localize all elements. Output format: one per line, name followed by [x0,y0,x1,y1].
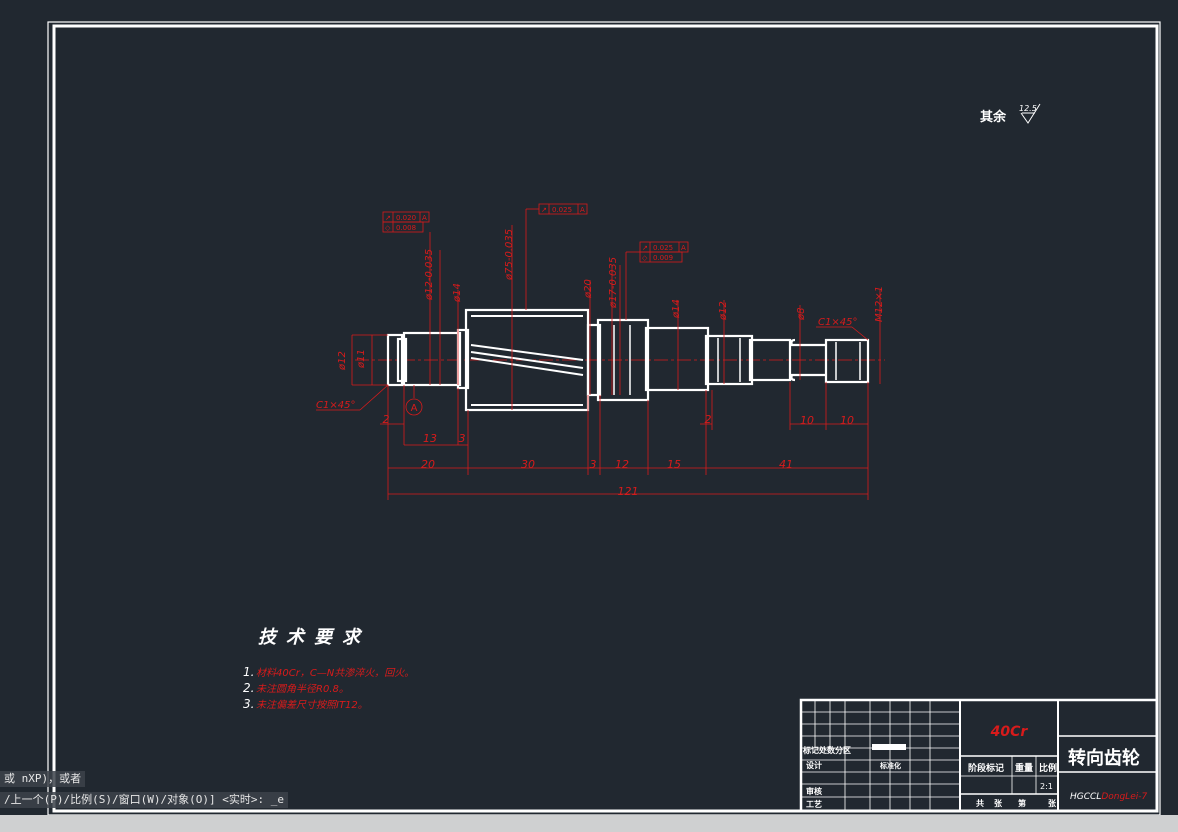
material: 40Cr [990,724,1029,740]
tolerance-frame-1: ↗ 0.020 A [382,211,430,223]
dim-10b: 10 [840,414,854,427]
extension-lines [387,382,869,500]
svg-text:A: A [580,206,585,214]
svg-text:0.025: 0.025 [653,244,673,252]
dia-12b: ø12 [718,301,729,321]
tb-process: 工艺 [806,799,822,809]
tolerance-frame-5: ◇ 0.009 [639,251,683,263]
dia-8: ø8 [796,308,807,321]
dim-12: 12 [615,458,629,471]
tech-title: 技术要求 [258,627,370,648]
tolerance-frame-2: ◇ 0.008 [382,221,424,233]
dim-41: 41 [779,458,793,471]
dia-75: ø75-0.035 [504,229,515,281]
dim-30: 30 [521,458,535,471]
drawing-number: HGCCLDongLei-7 [1070,792,1147,802]
svg-text:0.020: 0.020 [396,214,416,222]
status-strip [0,815,1178,832]
dim-3a: 3 [459,432,466,445]
svg-text:12.5: 12.5 [1019,104,1037,113]
svg-text:↗: ↗ [385,214,391,222]
tb-stage: 阶段标记 [968,762,1004,774]
tb-check: 审核 [806,786,822,796]
svg-text:↗: ↗ [642,244,648,252]
tb-sheets: 张 [994,799,1003,808]
svg-text:A: A [411,403,418,414]
dia-12-left: ø12 [337,351,348,371]
inner-frame [52,24,1159,813]
dia-17: ø17-0.035 [608,257,619,309]
dim-20: 20 [421,458,435,471]
svg-text:1.: 1. [243,665,254,679]
tb-standard: 标准化 [879,761,901,770]
command-input-line[interactable]: /上一个(P)/比例(S)/窗口(W)/对象(O)] <实时>: _e [0,792,288,808]
svg-text:未注圆角半径R0.8。: 未注圆角半径R0.8。 [256,683,349,695]
dim-2a: 2 [383,413,390,426]
datum-a: A [405,385,423,416]
dia-12-tol: ø12-0.035 [424,249,435,301]
svg-text:A: A [422,214,427,222]
tb-total: 共 [976,798,984,808]
svg-text:其余: 其余 [980,109,1007,125]
svg-text:↗: ↗ [541,206,547,214]
tb-weight: 重量 [1015,762,1033,774]
svg-text:0.008: 0.008 [396,224,416,232]
svg-text:A: A [681,244,686,252]
svg-text:2.: 2. [243,681,254,695]
command-history-line: 或 nXP)，或者 [0,771,86,787]
tb-sign: 标记处数分区 [802,745,851,755]
dim-15: 15 [667,458,681,471]
chamfer-left: C1×45° [316,384,389,411]
dia-14b: ø14 [671,299,682,319]
svg-text:0.009: 0.009 [653,254,673,262]
svg-text:C1×45°: C1×45° [316,400,355,411]
gear-teeth-lines [470,315,584,406]
tb-page-unit: 张 [1048,799,1057,808]
dia-14: ø14 [452,283,463,303]
diameter-leaders [351,225,881,410]
tb-scale: 比例 [1039,762,1057,774]
svg-text:C1×45°: C1×45° [818,317,857,328]
tolerance-frame-3: ↗ 0.025 A [538,203,588,215]
dia-20: ø20 [583,279,594,299]
tech-notes: 1. 材料40Cr，C—N共渗淬火，回火。 2. 未注圆角半径R0.8。 3. … [243,665,414,711]
dimension-lines [380,423,868,495]
tolerance-frame-4: ↗ 0.025 A [639,241,689,253]
roughness-note: 其余 12.5 [980,103,1041,125]
shaft-steps [613,325,861,395]
svg-text:未注偏差尺寸按照IT12。: 未注偏差尺寸按照IT12。 [256,699,368,711]
part-name: 转向齿轮 [1068,747,1140,769]
title-block [799,698,1159,813]
dim-121: 121 [618,485,639,498]
outer-frame [47,21,1161,816]
dim-3b: 3 [590,458,597,471]
tb-design: 设计 [806,760,822,770]
dim-13: 13 [423,432,437,445]
dia-11: ø11 [356,349,367,369]
svg-text:3.: 3. [243,697,254,711]
svg-text:0.025: 0.025 [552,206,572,214]
tb-page: 第 [1018,798,1026,808]
thread-label: M12×1 [874,286,885,322]
chamfer-right: C1×45° [816,317,869,341]
svg-text:◇: ◇ [642,254,648,262]
dim-10a: 10 [800,414,814,427]
svg-text:◇: ◇ [385,224,391,232]
dim-2b: 2 [705,413,712,426]
tb-scale-value: 2:1 [1040,782,1053,791]
shaft-outline [386,308,870,412]
svg-text:材料40Cr，C—N共渗淬火，回火。: 材料40Cr，C—N共渗淬火，回火。 [256,667,414,679]
